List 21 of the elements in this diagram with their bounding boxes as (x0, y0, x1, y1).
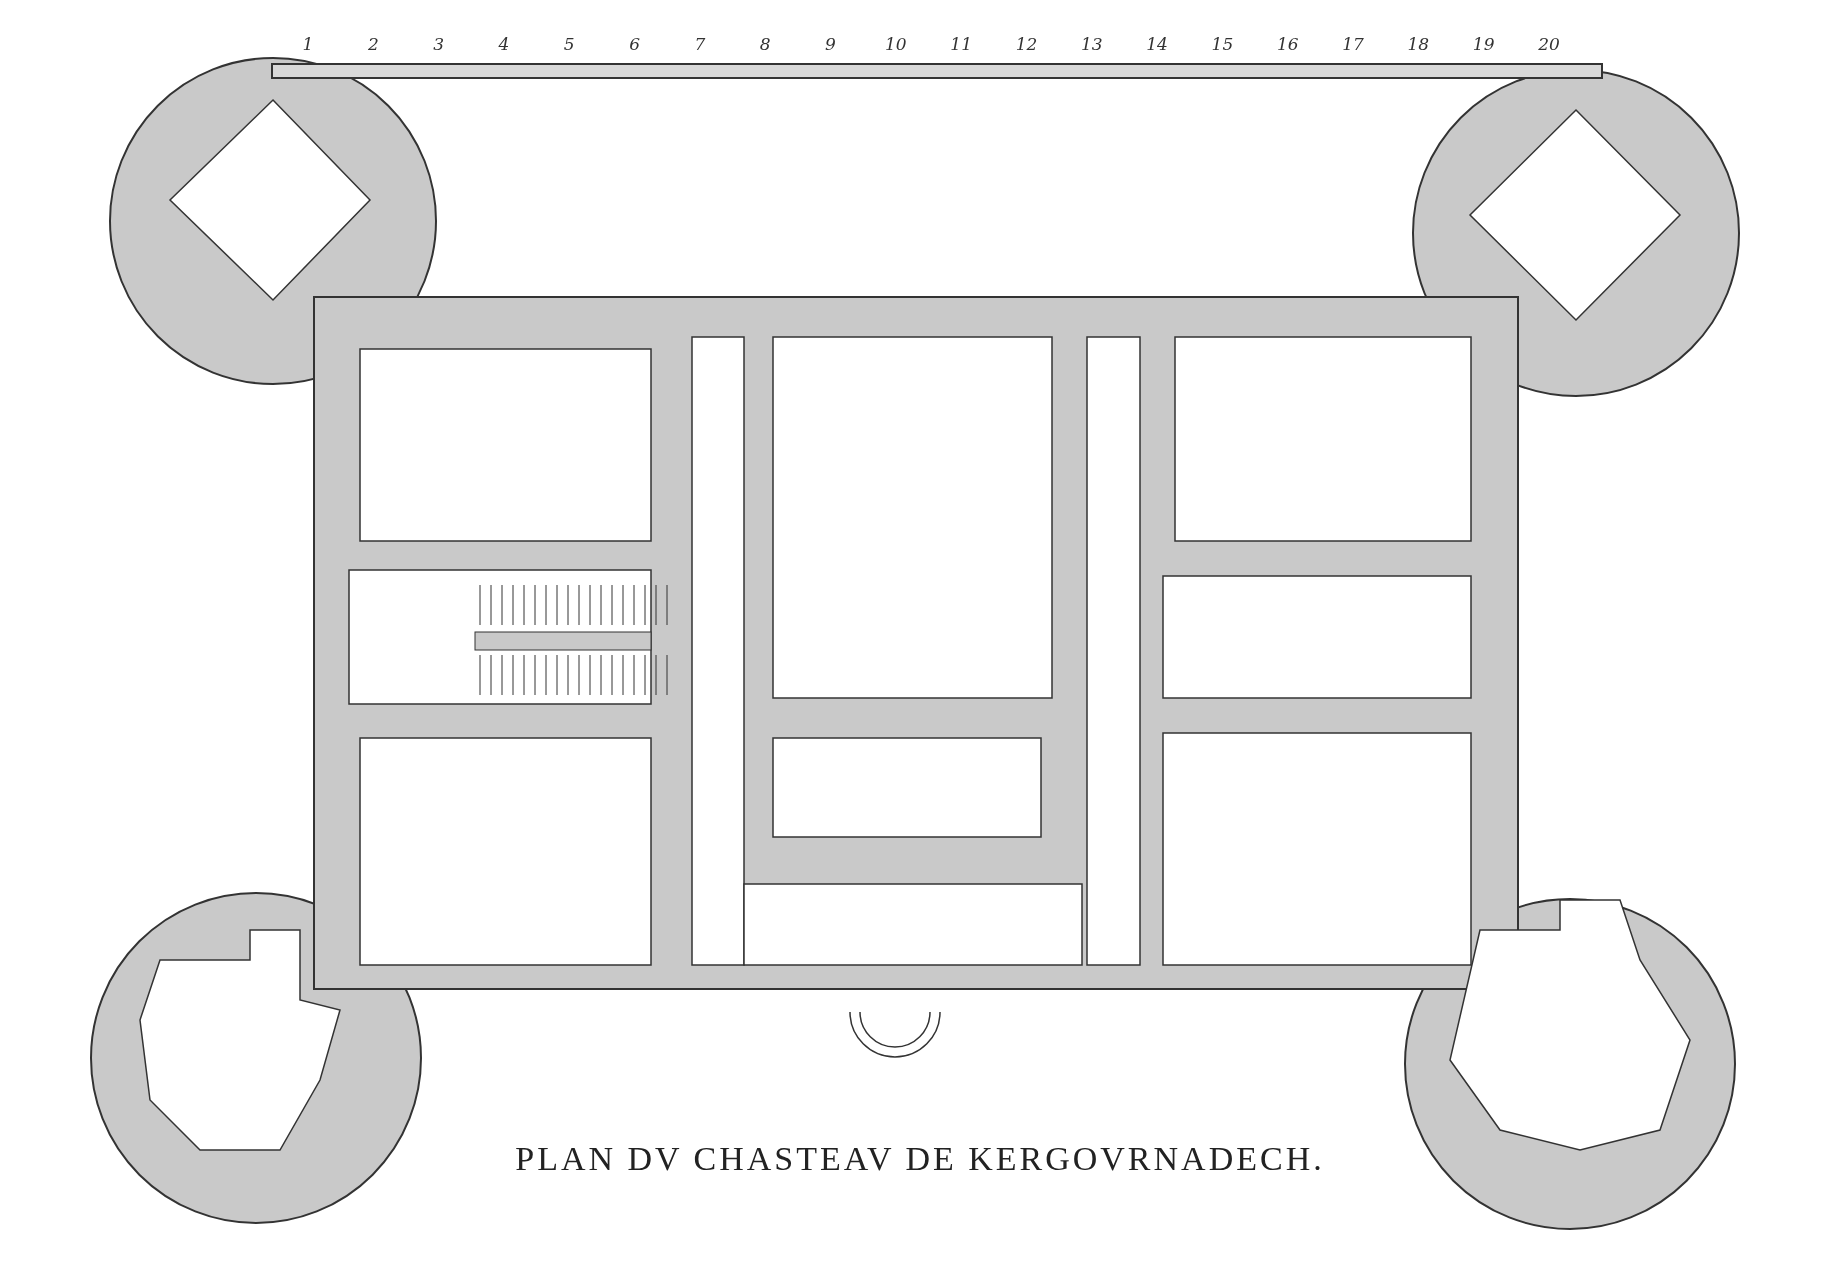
scale-number: 16 (1275, 34, 1300, 54)
scale-number: 6 (628, 34, 641, 54)
scale-number: 17 (1341, 34, 1365, 54)
scale-number: 20 (1537, 34, 1561, 54)
scale-number: 12 (1014, 34, 1039, 54)
scale-number: 3 (432, 34, 446, 54)
scale-number: 5 (562, 34, 576, 54)
scale-number: 11 (949, 34, 973, 54)
scale-number: 2 (366, 34, 380, 54)
scale-number: 1 (301, 34, 315, 54)
scale-number: 14 (1145, 34, 1169, 54)
scale-number: 18 (1406, 34, 1431, 54)
scale-number: 8 (758, 34, 772, 54)
scale-number: 4 (497, 34, 511, 54)
scale-number: 10 (884, 34, 908, 54)
scale-number: 9 (824, 34, 837, 54)
scale-number: 7 (693, 34, 707, 54)
scale-number: 19 (1471, 34, 1496, 54)
scale-number: 13 (1079, 34, 1104, 54)
plan-title: PLAN DV CHASTEAV DE KERGOVRNADECH. (514, 1140, 1326, 1178)
scale-number: 15 (1210, 34, 1235, 54)
